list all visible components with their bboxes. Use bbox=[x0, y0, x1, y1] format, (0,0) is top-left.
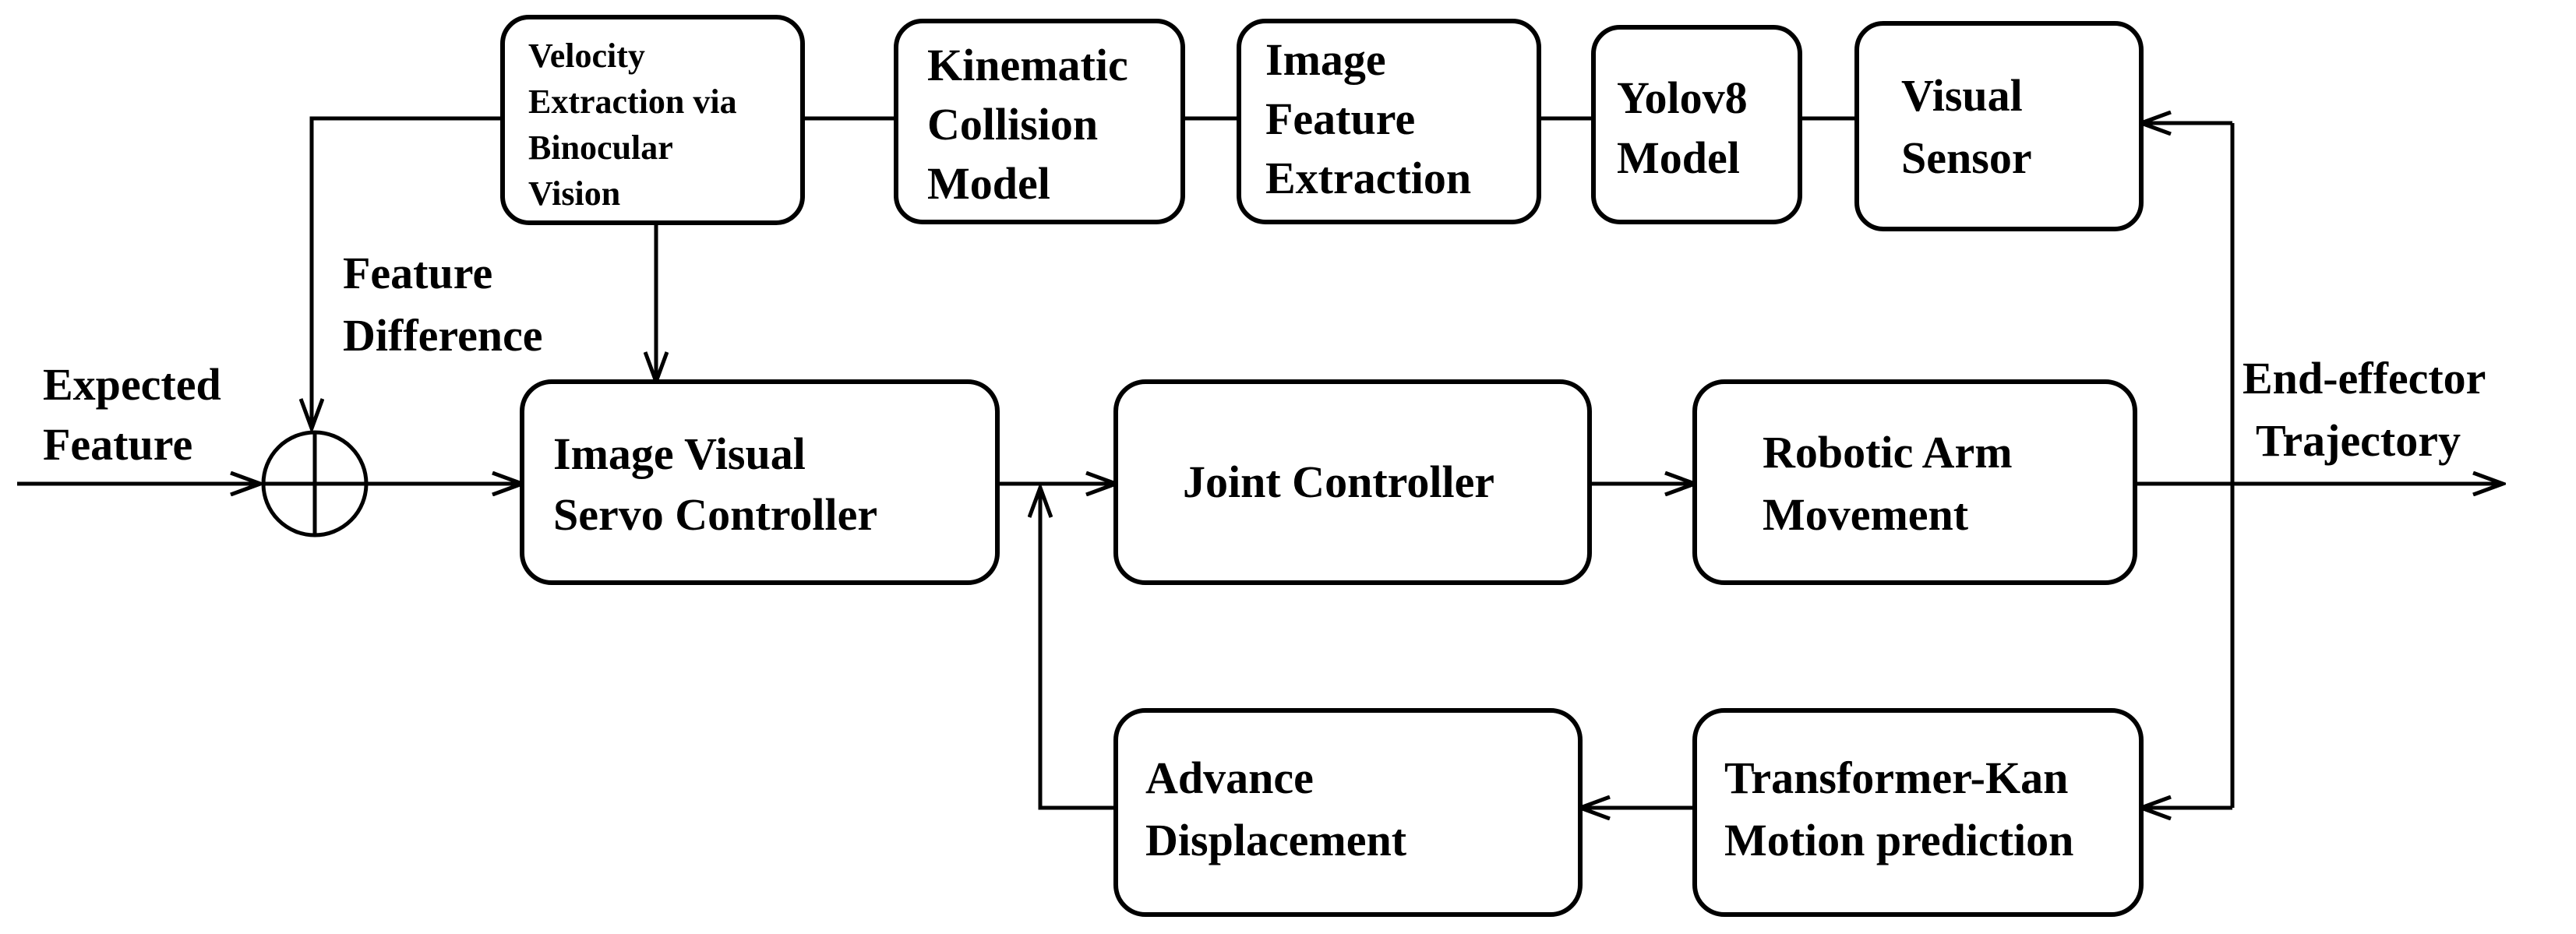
block-advance-displacement: Advance Displacement bbox=[1113, 708, 1583, 917]
transformer-line-1: Transformer-Kan bbox=[1724, 752, 2068, 803]
ivs-line-1: Image Visual bbox=[553, 428, 806, 479]
svg-text:Image Feature Extr: Image Feature Extraction bbox=[1265, 34, 1471, 203]
end-effector-line-1: End-effector bbox=[2243, 353, 2486, 404]
image-feature-line-3: Extraction bbox=[1265, 153, 1471, 203]
feature-difference-arrow bbox=[312, 116, 503, 428]
block-joint-controller: Joint Controller bbox=[1113, 379, 1592, 585]
image-feature-line-2: Feature bbox=[1265, 93, 1415, 144]
kinematic-line-3: Model bbox=[927, 158, 1050, 209]
svg-text:Advance Displacement: Advance Displacement bbox=[1145, 752, 1407, 865]
image-feature-line-1: Image bbox=[1265, 34, 1386, 85]
visual-sensor-line-2: Sensor bbox=[1901, 132, 2032, 183]
robotic-arm-line-2: Movement bbox=[1763, 489, 1969, 540]
visual-sensor-line-1: Visual bbox=[1901, 70, 2023, 121]
advance-to-junction-arrow bbox=[1040, 488, 1116, 810]
block-robotic-arm-movement: Robotic Arm Movement bbox=[1692, 379, 2137, 585]
expected-line-2: Feature bbox=[43, 419, 192, 470]
block-image-visual-servo-controller: Image Visual Servo Controller bbox=[520, 379, 1000, 585]
yolo-line-1: Yolov8 bbox=[1617, 72, 1748, 123]
svg-text:Transformer-Kan Motion p: Transformer-Kan Motion prediction bbox=[1724, 752, 2080, 865]
block-image-feature-extraction: Image Feature Extraction bbox=[1237, 19, 1541, 224]
velocity-line-4: Vision bbox=[528, 174, 620, 213]
block-yolov8-model: Yolov8 Model bbox=[1591, 25, 1802, 224]
expected-feature-label: Expected Feature bbox=[43, 359, 232, 470]
connectors bbox=[17, 118, 2503, 808]
svg-text:Velocity Extraction via: Velocity Extraction via Binocular Vision bbox=[528, 37, 746, 213]
yolo-line-2: Model bbox=[1617, 132, 1740, 183]
feature-diff-line-1: Feature bbox=[343, 248, 492, 298]
block-transformer-kan-motion-prediction: Transformer-Kan Motion prediction bbox=[1692, 708, 2144, 917]
svg-text:Kinematic Collision: Kinematic Collision Model bbox=[927, 40, 1139, 209]
ivs-line-2: Servo Controller bbox=[553, 489, 877, 540]
summing-junction bbox=[261, 430, 369, 537]
kinematic-line-2: Collision bbox=[927, 99, 1098, 150]
feature-difference-label: Feature Difference bbox=[343, 248, 543, 361]
block-visual-sensor: Visual Sensor bbox=[1854, 21, 2144, 231]
feature-diff-line-2: Difference bbox=[343, 310, 543, 361]
transformer-line-2: Motion prediction bbox=[1724, 815, 2073, 865]
velocity-line-3: Binocular bbox=[528, 129, 672, 167]
block-kinematic-collision-model: Kinematic Collision Model bbox=[894, 19, 1185, 224]
velocity-line-2: Extraction via bbox=[528, 83, 737, 121]
expected-line-1: Expected bbox=[43, 359, 221, 410]
svg-text:Yolov8 Model: Yolov8 Model bbox=[1617, 72, 1759, 183]
advance-line-2: Displacement bbox=[1145, 815, 1407, 865]
velocity-line-1: Velocity bbox=[528, 37, 645, 75]
block-velocity-extraction: Velocity Extraction via Binocular Vision bbox=[500, 15, 805, 225]
kinematic-line-1: Kinematic bbox=[927, 40, 1128, 90]
end-effector-trajectory-label: End-effector Trajectory bbox=[2243, 353, 2497, 466]
end-effector-line-2: Trajectory bbox=[2256, 415, 2461, 466]
svg-text:Image Visual Servo Contr: Image Visual Servo Controller bbox=[553, 428, 877, 540]
robotic-arm-line-1: Robotic Arm bbox=[1763, 427, 2013, 478]
svg-text:Robotic Arm Movement: Robotic Arm Movement bbox=[1763, 427, 2024, 540]
svg-text:Visual Sensor: Visual Sensor bbox=[1901, 70, 2034, 183]
advance-line-1: Advance bbox=[1145, 752, 1314, 803]
joint-controller-label: Joint Controller bbox=[1183, 456, 1494, 507]
